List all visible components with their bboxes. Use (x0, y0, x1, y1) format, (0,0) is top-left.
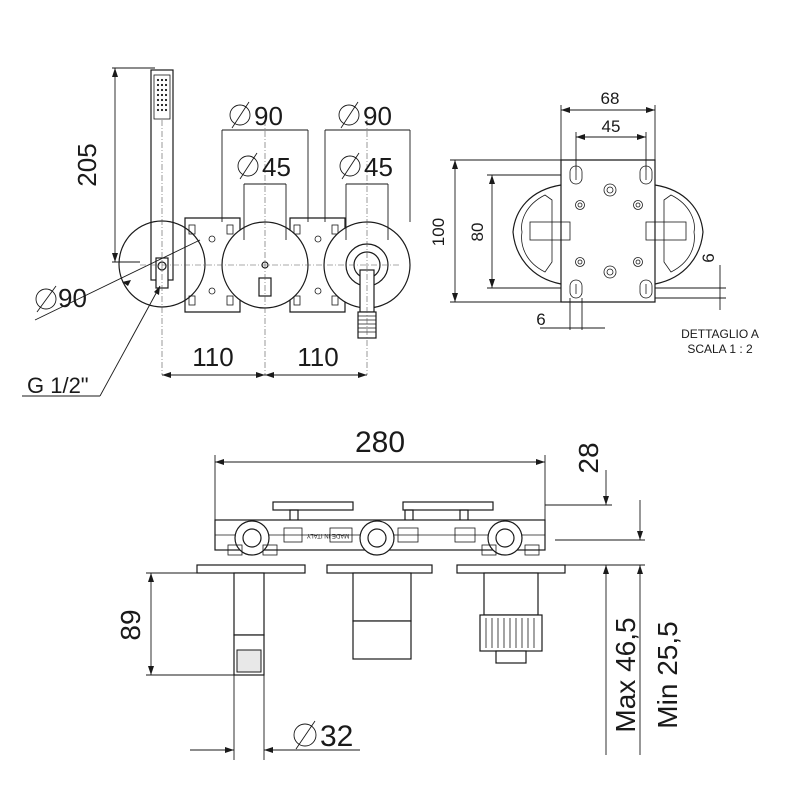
hand-shower-spray-face (153, 74, 171, 120)
diam-90-mid-symbol (229, 101, 251, 129)
label-110-a: 110 (192, 342, 233, 372)
spray-nozzles (156, 78, 168, 112)
center-lines (140, 120, 400, 375)
label-diam45-mid: 45 (262, 152, 291, 182)
wall-plate-left (196, 564, 306, 574)
detail-wing-right (654, 184, 704, 285)
label-45-detail: 45 (602, 117, 621, 136)
label-80: 80 (468, 223, 487, 242)
wall-plate-mid (326, 564, 433, 574)
label-6-h: 6 (536, 310, 545, 329)
bracket-text: MADE IN ITALY (307, 532, 349, 538)
dim-diam45 (243, 183, 389, 240)
label-max: Max 46,5 (610, 617, 641, 732)
label-6-v: 6 (699, 253, 718, 262)
label-diam90-mid: 90 (254, 101, 283, 131)
detail-a: 68 45 100 80 6 6 DETTAGLIO A SCALA 1 : 2 (429, 89, 759, 356)
top-plate-left (272, 501, 354, 511)
label-min: Min 25,5 (652, 621, 683, 728)
diam-90-right-symbol (338, 101, 360, 129)
label-diam90-right: 90 (363, 101, 392, 131)
dim-89 (146, 572, 234, 676)
label-diam32: 32 (320, 720, 353, 753)
body-left (234, 520, 270, 556)
detail-title: DETTAGLIO A (681, 327, 759, 341)
dim-diam32 (190, 675, 360, 760)
label-205: 205 (72, 143, 102, 186)
detail-slots (569, 165, 653, 299)
bracket-holes (188, 224, 339, 306)
label-28: 28 (573, 442, 604, 473)
dim-thread (22, 285, 161, 397)
cartridge-body (483, 572, 539, 616)
label-110-b: 110 (297, 342, 338, 372)
dim-205 (112, 67, 155, 263)
connectors (227, 527, 540, 556)
diam-45-mid-symbol (237, 152, 259, 180)
dim-280 (214, 455, 546, 520)
label-89: 89 (115, 609, 146, 640)
detail-arrows (452, 107, 655, 302)
dim-110-110 (162, 372, 367, 378)
detail-plate (560, 159, 656, 303)
dim-diam90-left (34, 239, 201, 321)
label-thread: G 1/2" (27, 373, 89, 398)
detail-bar-right (645, 221, 687, 241)
label-280: 280 (355, 426, 405, 459)
diverter-knob-lower (352, 620, 412, 660)
wall-plate-right (456, 564, 566, 574)
label-diam45-right: 45 (364, 152, 393, 182)
detail-holes (575, 183, 643, 279)
detail-clip-left (521, 194, 553, 273)
label-diam90-left: 90 (58, 283, 87, 313)
top-plate-right (402, 501, 494, 511)
label-68: 68 (601, 89, 620, 108)
body-right (487, 520, 523, 556)
detail-clip-right (663, 194, 695, 273)
detail-bar-left (529, 221, 571, 241)
holder-insert (236, 649, 262, 673)
cartridge-teeth (485, 618, 535, 648)
detail-dims (450, 105, 726, 330)
cartridge-tip (495, 650, 527, 664)
dim-28 (545, 470, 645, 755)
diverter-knob-upper (352, 572, 412, 622)
cartridge-spline (479, 614, 543, 652)
front-view: 205 90 90 90 (22, 67, 411, 398)
body-mid (359, 520, 395, 556)
detail-wing-left (512, 184, 562, 285)
diam-45-right-symbol (339, 152, 361, 180)
detail-scale: SCALA 1 : 2 (687, 342, 753, 356)
top-view: MADE IN ITALY 280 (115, 426, 683, 760)
diam-32-symbol (293, 720, 317, 750)
label-100: 100 (429, 218, 448, 246)
diam-90-left-symbol (35, 285, 57, 313)
holder-stem (233, 572, 265, 636)
holder-outlet (157, 261, 167, 271)
dim-diam90-top (221, 129, 411, 222)
